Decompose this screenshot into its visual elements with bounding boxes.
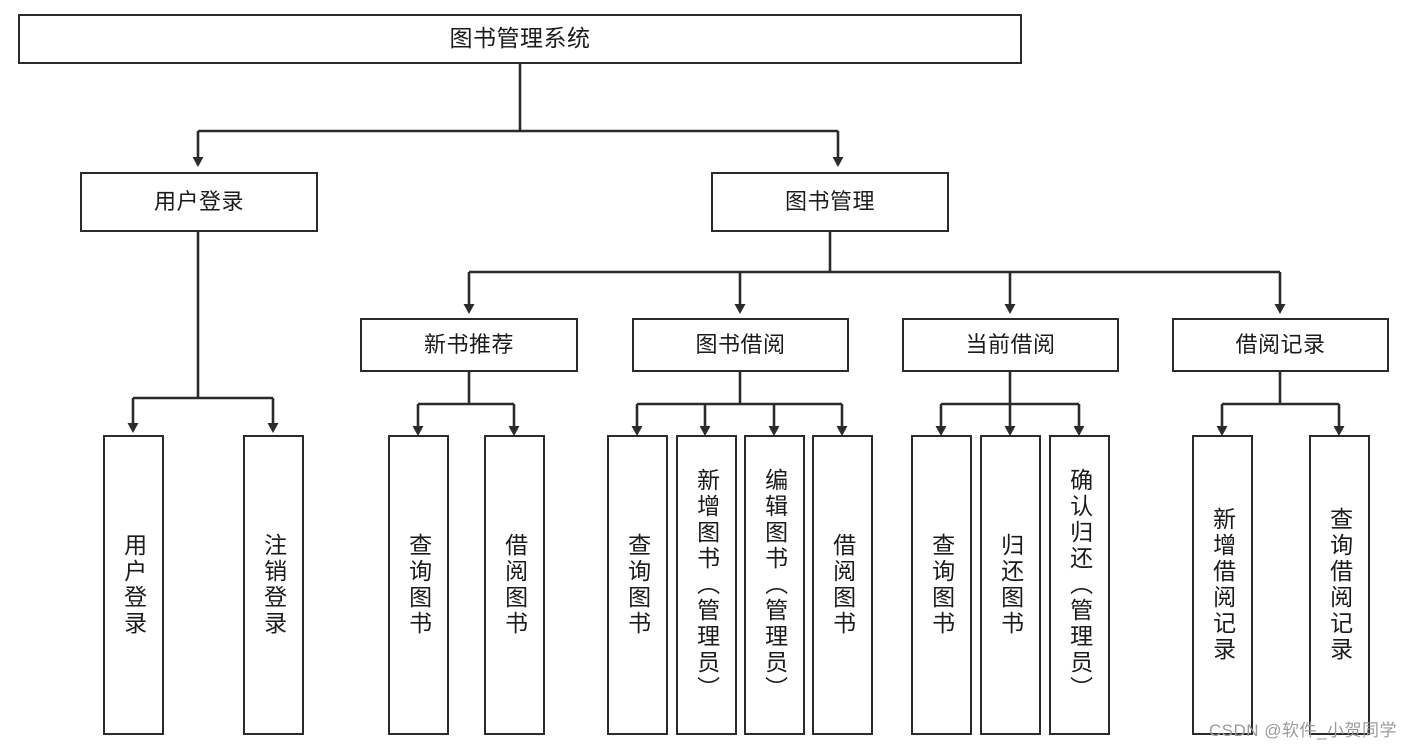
node-leaf-query-book-2[interactable]: 查询图书	[607, 435, 668, 735]
node-leaf-return-book[interactable]: 归还图书	[980, 435, 1041, 735]
node-leaf-add-record-label: 新增借阅记录	[1209, 507, 1236, 663]
node-leaf-user-logout[interactable]: 注销登录	[243, 435, 304, 735]
node-leaf-borrow-book-1[interactable]: 借阅图书	[484, 435, 545, 735]
node-borrow-record-label: 借阅记录	[1235, 332, 1326, 358]
node-leaf-add-record[interactable]: 新增借阅记录	[1192, 435, 1253, 735]
node-user-login-label: 用户登录	[153, 189, 244, 215]
node-leaf-query-record[interactable]: 查询借阅记录	[1309, 435, 1370, 735]
node-leaf-user-login-label: 用户登录	[120, 533, 147, 637]
node-new-book-rec-label: 新书推荐	[423, 332, 514, 358]
node-current-borrow[interactable]: 当前借阅	[902, 318, 1119, 372]
node-leaf-query-book-1[interactable]: 查询图书	[388, 435, 449, 735]
node-leaf-borrow-book-1-label: 借阅图书	[501, 533, 528, 637]
node-borrow-record[interactable]: 借阅记录	[1172, 318, 1389, 372]
node-leaf-add-book-label: 新增图书（管理员）	[693, 468, 720, 702]
node-leaf-confirm-return-label: 确认归还（管理员）	[1066, 468, 1093, 702]
node-book-manage-label: 图书管理	[784, 189, 875, 215]
node-leaf-query-book-3-label: 查询图书	[928, 533, 955, 637]
node-leaf-user-login[interactable]: 用户登录	[103, 435, 164, 735]
node-root-label: 图书管理系统	[449, 25, 591, 52]
node-leaf-user-logout-label: 注销登录	[260, 533, 287, 637]
node-leaf-query-book-1-label: 查询图书	[405, 533, 432, 637]
node-leaf-add-book[interactable]: 新增图书（管理员）	[676, 435, 737, 735]
node-leaf-query-record-label: 查询借阅记录	[1326, 507, 1353, 663]
csdn-watermark: CSDN @软件_小贺同学	[1208, 721, 1397, 740]
node-new-book-rec[interactable]: 新书推荐	[360, 318, 578, 372]
node-user-login[interactable]: 用户登录	[80, 172, 318, 232]
node-book-borrow-label: 图书借阅	[695, 332, 786, 358]
node-leaf-confirm-return[interactable]: 确认归还（管理员）	[1049, 435, 1110, 735]
node-current-borrow-label: 当前借阅	[965, 332, 1056, 358]
node-leaf-query-book-2-label: 查询图书	[624, 533, 651, 637]
node-root[interactable]: 图书管理系统	[18, 14, 1022, 64]
node-leaf-borrow-book-2-label: 借阅图书	[829, 533, 856, 637]
node-leaf-borrow-book-2[interactable]: 借阅图书	[812, 435, 873, 735]
node-book-manage[interactable]: 图书管理	[711, 172, 949, 232]
node-leaf-edit-book-label: 编辑图书（管理员）	[761, 468, 788, 702]
node-leaf-return-book-label: 归还图书	[997, 533, 1024, 637]
node-leaf-query-book-3[interactable]: 查询图书	[911, 435, 972, 735]
node-leaf-edit-book[interactable]: 编辑图书（管理员）	[744, 435, 805, 735]
node-book-borrow[interactable]: 图书借阅	[632, 318, 849, 372]
